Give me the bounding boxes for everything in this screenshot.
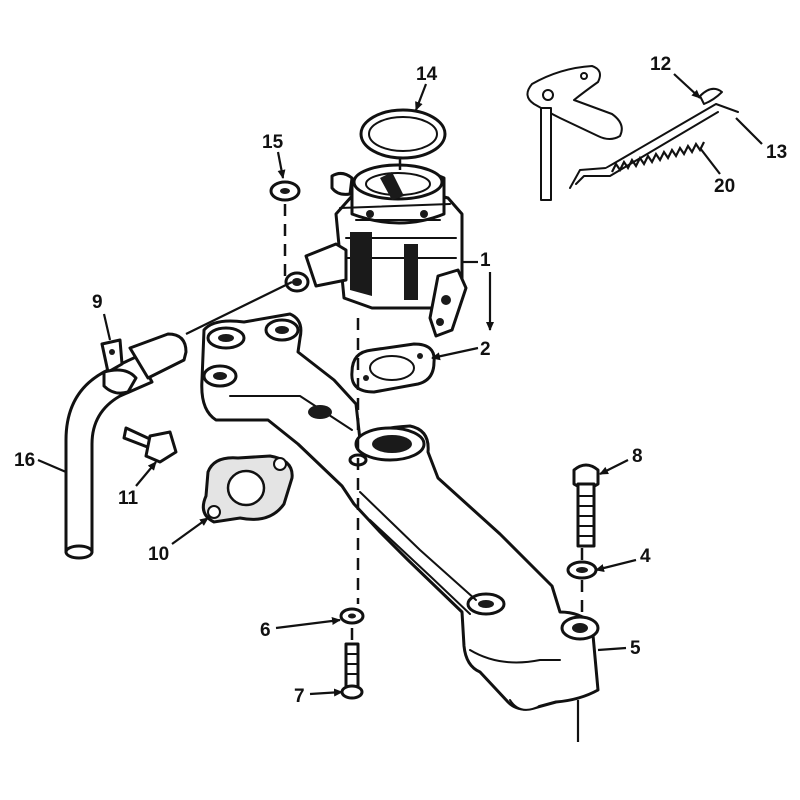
callout-16: 16 bbox=[14, 450, 35, 471]
leader-9 bbox=[102, 313, 112, 341]
spring-clip bbox=[699, 87, 723, 105]
washer-bolt bbox=[566, 560, 598, 580]
callout-6: 6 bbox=[260, 620, 271, 641]
bolt-clamp bbox=[122, 426, 178, 464]
leader-15 bbox=[276, 151, 286, 179]
callout-9: 9 bbox=[92, 292, 103, 313]
callout-2: 2 bbox=[480, 339, 491, 360]
leader-2 bbox=[431, 346, 479, 361]
leader-14 bbox=[414, 83, 428, 111]
callout-11: 11 bbox=[118, 488, 139, 509]
bolt-long bbox=[572, 463, 600, 548]
leader-16 bbox=[37, 458, 67, 474]
carburetor-gasket bbox=[350, 342, 436, 394]
alignment-line-stud bbox=[350, 318, 360, 640]
leader-7 bbox=[309, 688, 343, 697]
callout-5: 5 bbox=[630, 638, 641, 659]
washer-stud bbox=[339, 607, 365, 625]
throttle-bracket bbox=[526, 65, 623, 201]
intake-manifold bbox=[200, 312, 600, 742]
leader-5 bbox=[597, 646, 627, 652]
leader-8 bbox=[599, 459, 629, 475]
callout-13: 13 bbox=[766, 142, 787, 163]
callout-1: 1 bbox=[480, 250, 491, 271]
stud bbox=[340, 642, 364, 700]
leader-11 bbox=[135, 461, 157, 487]
leader-4 bbox=[595, 558, 637, 572]
callout-15: 15 bbox=[262, 132, 284, 153]
manifold-gasket bbox=[201, 454, 294, 524]
leader-12 bbox=[673, 73, 701, 99]
leader-20 bbox=[699, 147, 721, 175]
callout-12: 12 bbox=[650, 54, 671, 75]
throttle-rod bbox=[569, 103, 739, 189]
leader-10 bbox=[171, 517, 209, 545]
callout-8: 8 bbox=[632, 446, 643, 467]
callout-4: 4 bbox=[640, 546, 651, 567]
callout-20: 20 bbox=[714, 176, 735, 197]
callout-7: 7 bbox=[294, 686, 305, 707]
leader-13 bbox=[735, 117, 763, 145]
callout-10: 10 bbox=[148, 544, 169, 565]
spring bbox=[611, 141, 705, 173]
leader-6 bbox=[275, 617, 341, 630]
carburetor bbox=[284, 163, 468, 338]
washer-small bbox=[269, 180, 301, 202]
hose-routing-line bbox=[185, 281, 293, 335]
hose bbox=[64, 332, 188, 560]
hose-clamp bbox=[100, 338, 138, 395]
o-ring bbox=[359, 108, 447, 160]
callout-14: 14 bbox=[416, 64, 438, 85]
